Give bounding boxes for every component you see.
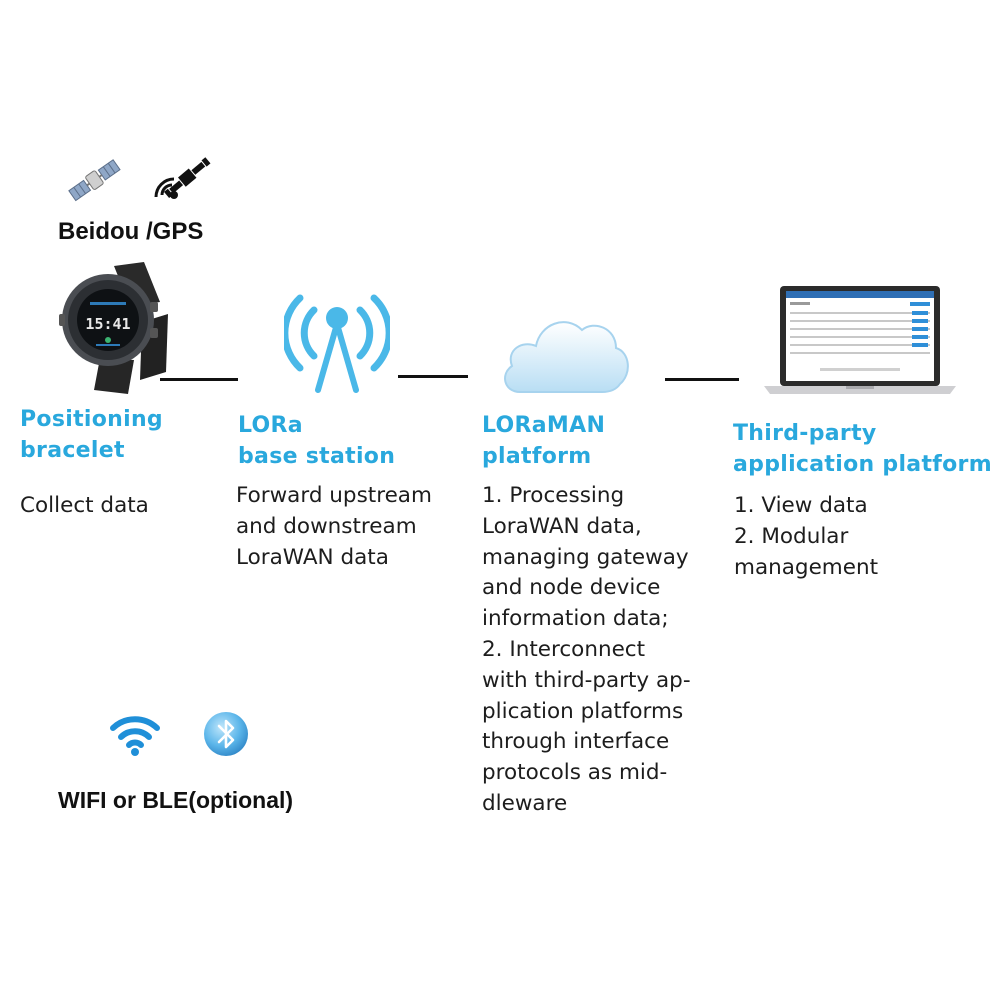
connector-line-3: [665, 378, 739, 381]
bluetooth-icon: [202, 710, 250, 758]
wireless-label: WIFI or BLE(optional): [58, 787, 294, 813]
node-desc-bracelet: Collect data: [20, 493, 149, 518]
satellite-label: Beidou /GPS: [58, 218, 204, 245]
wifi-icon: [108, 712, 162, 758]
watch-time: 15:41: [85, 315, 130, 333]
antenna-tower-icon: [281, 284, 393, 394]
satellite-icon: [64, 152, 126, 210]
node-desc-base-station: Forward upstream and downstream LoraWAN …: [236, 483, 432, 570]
node-title-bracelet: Positioning bracelet: [20, 407, 163, 463]
connector-line-1: [160, 378, 238, 381]
node-title-third-party: Third-party application platform: [733, 421, 992, 477]
node-desc-third-party: 1. View data 2. Modular management: [734, 493, 879, 580]
node-desc-loraman: 1. Processing LoraWAN data, managing gat…: [482, 483, 691, 816]
laptop-icon: [760, 284, 960, 396]
smartwatch-icon: 15:41: [50, 262, 170, 394]
cloud-icon: [498, 308, 632, 400]
connector-line-2: [398, 375, 468, 378]
satellite-signal-icon: [152, 155, 214, 207]
node-title-loraman: LORaMAN platform: [482, 413, 606, 469]
node-title-base-station: LORa base station: [238, 413, 396, 469]
